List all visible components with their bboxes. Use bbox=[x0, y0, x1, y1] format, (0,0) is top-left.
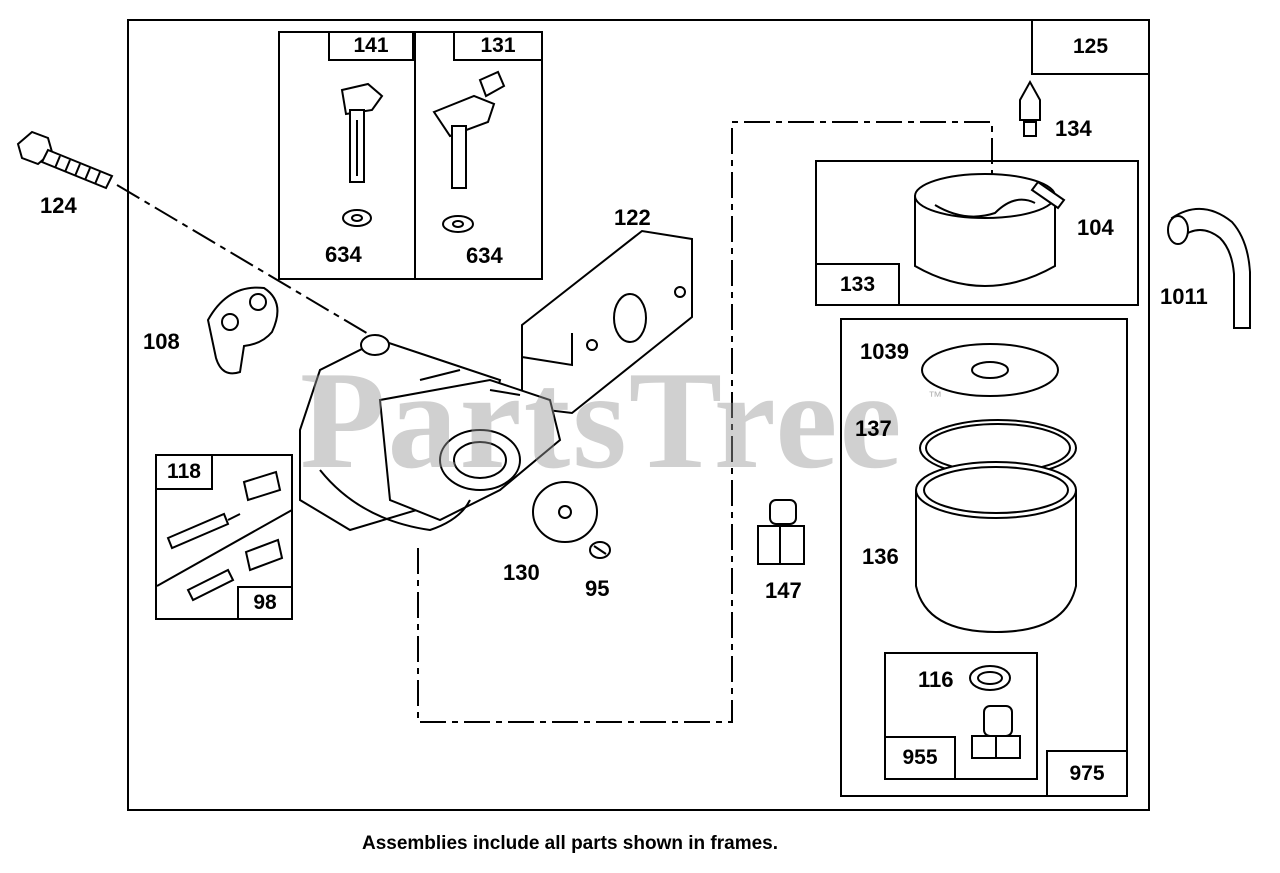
float-needle-134-icon bbox=[1019, 79, 1041, 137]
leader-line-124 bbox=[116, 184, 371, 336]
trademark: ™ bbox=[928, 388, 942, 404]
part-label-634-b: 634 bbox=[466, 243, 503, 268]
float-bowl-136-icon bbox=[915, 461, 1077, 634]
label-118: 118 bbox=[155, 454, 213, 490]
part-label-116: 116 bbox=[918, 667, 954, 692]
float-pin-104-icon bbox=[1030, 180, 1066, 210]
part-label-130: 130 bbox=[503, 560, 540, 585]
caption: Assemblies include all parts shown in fr… bbox=[361, 833, 779, 854]
mixture-screw-118-icon bbox=[166, 470, 282, 550]
carburetor-body-icon bbox=[299, 334, 562, 532]
part-label-1011: 1011 bbox=[1160, 284, 1208, 309]
choke-shaft-141-icon bbox=[340, 82, 384, 227]
part-label-95: 95 bbox=[585, 576, 610, 601]
throttle-shaft-131-icon bbox=[432, 70, 506, 233]
part-label-124: 124 bbox=[40, 193, 77, 218]
part-label-137: 137 bbox=[855, 416, 892, 441]
bolt-124-icon bbox=[16, 130, 114, 190]
part-label-104: 104 bbox=[1077, 215, 1114, 240]
part-label-108: 108 bbox=[143, 329, 180, 354]
idle-screw-98-icon bbox=[186, 538, 284, 602]
label-131: 131 bbox=[453, 31, 543, 61]
fuel-tube-1011-icon bbox=[1167, 207, 1251, 329]
frame-divider-141-131 bbox=[414, 31, 416, 280]
part-label-136: 136 bbox=[862, 544, 899, 569]
label-98: 98 bbox=[237, 586, 293, 620]
gasket-108-icon bbox=[206, 286, 279, 375]
part-label-1039: 1039 bbox=[860, 339, 909, 364]
part-label-634-a: 634 bbox=[325, 242, 362, 267]
frame-118-98-divider bbox=[156, 509, 293, 587]
washer-116-icon bbox=[969, 665, 1011, 691]
label-141: 141 bbox=[328, 31, 414, 61]
float-133-icon bbox=[914, 173, 1056, 287]
fitting-147-icon bbox=[757, 499, 805, 565]
bowl-screw-955-icon bbox=[971, 705, 1021, 759]
main-frame bbox=[127, 19, 1150, 811]
label-955: 955 bbox=[884, 736, 956, 780]
leader-line-134 bbox=[417, 121, 993, 723]
frame-955 bbox=[884, 652, 1038, 780]
washer-1039-icon bbox=[921, 343, 1059, 397]
part-label-122: 122 bbox=[614, 205, 651, 230]
part-label-134: 134 bbox=[1055, 116, 1092, 141]
label-133: 133 bbox=[815, 263, 900, 306]
frame-975 bbox=[840, 318, 1128, 797]
label-125: 125 bbox=[1031, 19, 1150, 75]
watermark: PartsTree bbox=[300, 343, 904, 498]
gasket-130-icon bbox=[532, 481, 598, 543]
label-975: 975 bbox=[1046, 750, 1128, 797]
frame-133 bbox=[815, 160, 1139, 306]
frame-118-98 bbox=[155, 454, 293, 620]
screw-95-icon bbox=[589, 541, 611, 559]
part-label-147: 147 bbox=[765, 578, 802, 603]
